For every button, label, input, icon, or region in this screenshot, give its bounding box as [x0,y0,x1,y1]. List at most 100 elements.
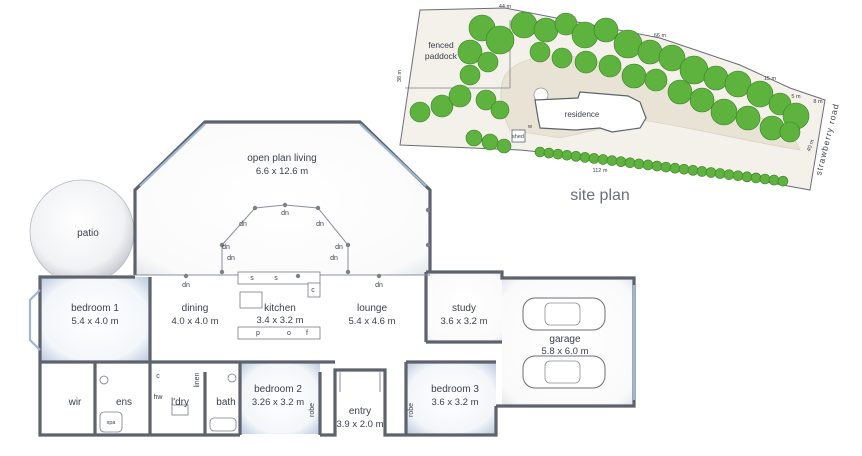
tree [637,39,663,65]
entry-dims: 3.9 x 2.0 m [337,419,384,430]
garage-car-top [522,297,606,331]
bedroom2-name: bedroom 2 [254,384,302,395]
kitchen-p-label: p [256,330,260,337]
tree [779,121,801,143]
kitchen-s-mid: s [274,275,278,282]
tree [703,65,729,91]
dn-label-dining: dn [182,282,190,289]
tree [529,41,551,63]
tree [644,68,668,92]
hedge-shrub [642,159,654,171]
hedge-shrub [687,165,699,176]
living-window-nw [139,123,206,187]
step-marker [252,205,258,211]
tree [689,87,715,113]
bath-name: bath [216,397,235,408]
step-marker [425,242,431,248]
dim-left: 38 m [397,69,403,82]
hedge-shrub [750,172,762,184]
living-window-ne [359,123,427,187]
hedge-shrub [678,163,690,175]
dn-label-top: dn [281,210,289,217]
hedge-shrub [759,173,771,185]
hedge-shrub [768,174,780,186]
step-marker [345,269,351,275]
dn-label-mr: dn [335,244,343,251]
tree [551,47,573,69]
hedge-shrub [570,151,582,162]
east-wing-wall [426,270,636,408]
shed-label: shed [512,134,524,140]
kitchen-c-label: c [311,287,315,294]
dining-dims: 4.0 x 4.0 m [172,316,219,327]
spa-label: spa [107,420,117,426]
tree [658,44,686,72]
dim-top-right: 66 m [654,33,667,39]
hedge-shrub [696,166,708,177]
garage-car-bottom [522,355,606,389]
hedge-shrub [741,171,753,183]
spa-tub [99,411,123,433]
residence-label: residence [565,110,600,119]
tree [554,12,578,36]
laundry-tub [171,404,189,416]
shed-footprint [511,129,526,143]
tree [746,80,774,108]
hedge-shrub [588,153,600,164]
step-marker [282,202,288,208]
hedge-shrub [705,167,717,178]
garage-dims: 5.8 x 6.0 m [542,346,589,357]
tree [430,94,454,118]
open-plan-living-name: open plan living [247,153,317,164]
open-plan-living-dims: 6.6 x 12.6 m [256,166,308,177]
hedge-shrub [660,161,672,173]
open-plan-living-floor [135,122,430,275]
tree [735,105,761,131]
hedge-shrub [633,158,645,170]
lounge-dims: 5.4 x 4.6 m [349,316,396,327]
floor-plan: open plan living 6.6 x 12.6 m patio bedr… [28,120,636,437]
toilet-ens [99,375,109,385]
study-floor [426,272,502,342]
tree [759,115,785,141]
dim-right-a: 15 m [764,76,777,82]
tree [459,64,481,86]
tree [465,129,483,147]
living-wall [133,120,432,275]
fenced-paddock-line1: fenced [428,40,454,50]
kitchen-o-label: o [287,330,291,337]
kitchen-name: kitchen [264,303,296,314]
tree [710,98,738,126]
step-marker [425,207,431,213]
hedge-shrub [723,169,735,180]
hedge-shrub [651,160,663,172]
site-plan-title: site plan [570,187,630,204]
kitchen-bench-island [239,291,263,309]
tree [510,11,538,39]
bedroom3-floor [406,362,496,434]
tree [724,70,752,98]
tree [481,133,499,151]
dim-bottom: 112 m [593,168,608,174]
bath-tub [209,417,237,432]
bedroom3-dims: 3.6 x 3.2 m [432,397,479,408]
step-marker [345,242,351,248]
step-marker [219,269,225,275]
residence-footprint [534,91,647,133]
bedroom3-name: bedroom 3 [431,384,479,395]
dn-label-ml: dn [222,244,230,251]
kitchen-bench-side [307,282,321,298]
step-marker [219,242,225,248]
linen-label: linen [194,373,201,388]
hedge-shrub [606,155,618,166]
kitchen-bench-bottom [237,326,321,340]
dn-label-left: dn [227,255,235,262]
entry-name: entry [349,406,371,417]
dim-road-side: 40 m [806,138,816,152]
toilet-bath [227,373,237,383]
dn-label-tr: dn [316,221,324,228]
tree [475,89,497,111]
hw-label: hw [154,394,164,401]
kitchen-s-top: s [250,275,254,282]
